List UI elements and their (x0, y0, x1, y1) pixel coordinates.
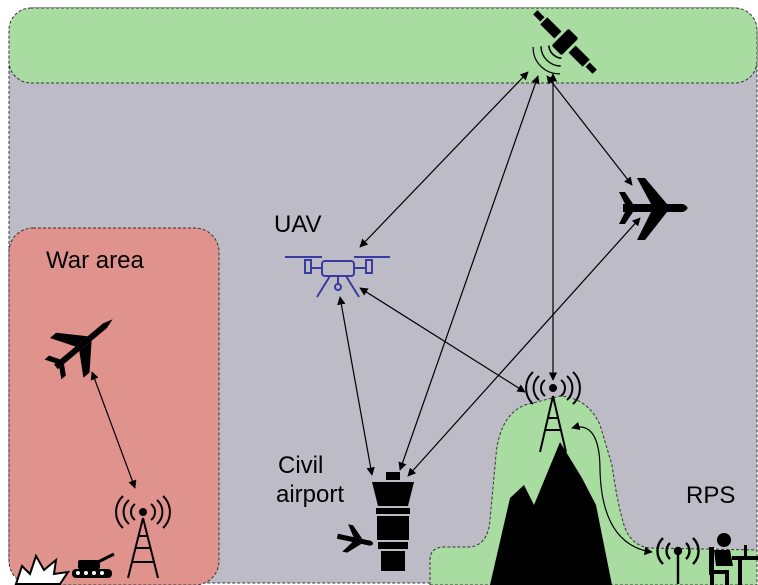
rps-label: RPS (686, 482, 735, 509)
link-satellite-airliner (546, 75, 633, 186)
control-tower-icon (372, 472, 414, 571)
satellite-icon (532, 10, 597, 75)
fighter-jet-icon (44, 319, 113, 380)
link-mountain-tower-rps (571, 421, 653, 556)
link-airliner-airport (407, 217, 641, 477)
civil-airport-label-line2: airport (276, 481, 344, 508)
link-fighter-tower (90, 371, 137, 489)
radio-tower-icon (115, 495, 171, 579)
explosion-icon (14, 553, 71, 585)
tank-icon (72, 552, 115, 578)
war-area-region (8, 227, 220, 585)
airplane-icon (619, 178, 688, 240)
war-area-label: War area (46, 247, 144, 274)
uav-label: UAV (274, 211, 322, 238)
drone-icon (285, 256, 390, 298)
airplane-icon (336, 524, 374, 553)
communication-links (90, 71, 653, 556)
antenna-icon (656, 537, 700, 584)
link-uav-airport (337, 296, 375, 476)
space-band (8, 7, 758, 84)
civil-airport-label-line1: Civil (278, 452, 323, 479)
radio-tower-icon (525, 371, 581, 453)
operator-desk-icon (709, 533, 758, 585)
